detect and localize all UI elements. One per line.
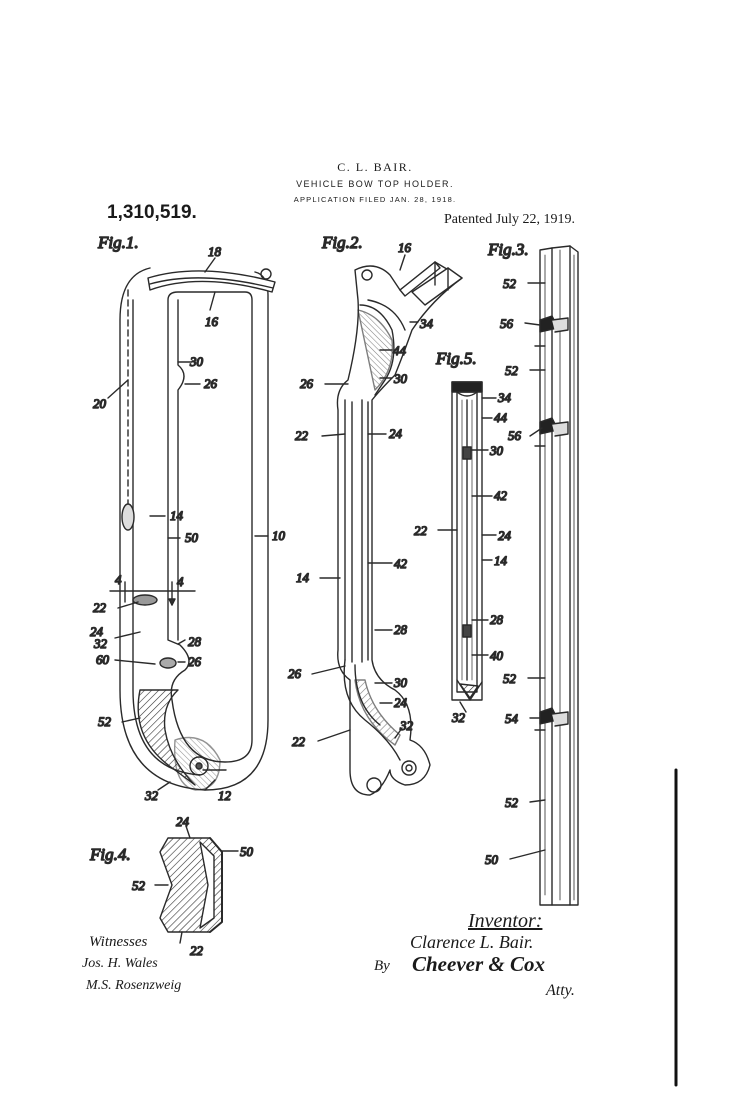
witness-signature-2: M.S. Rosenzweig [86,978,182,993]
fig-2-numerals: 16 34 44 26 30 22 24 42 14 28 26 30 24 2… [287,239,434,749]
inventor-signature: Clarence L. Bair. [410,932,534,952]
ref-numeral: 4 [177,574,184,589]
ref-numeral: 26 [300,376,314,391]
ref-numeral: 52 [505,363,519,378]
ref-numeral: 32 [399,718,414,733]
ref-numeral: 14 [170,508,184,523]
figure-5-section [437,381,497,713]
ref-numeral: 22 [292,734,306,749]
ref-numeral: 24 [90,624,104,639]
ref-numeral: 56 [500,316,514,331]
ref-numeral: 28 [188,634,202,649]
ref-numeral: 52 [98,714,112,729]
ref-numeral: 22 [414,523,428,538]
ref-numeral: 32 [144,788,159,803]
ref-numeral: 30 [393,675,408,690]
ref-numeral: 16 [398,240,412,255]
ref-numeral: 26 [204,376,218,391]
patent-title: VEHICLE BOW TOP HOLDER. [296,179,454,189]
fig-1-label: Fig.1. [97,233,139,252]
figure-3-rail [509,245,579,906]
ref-numeral: 52 [503,276,517,291]
inventor-label: Inventor: [468,910,543,932]
figure-4-cross-section [154,825,239,944]
ref-numeral: 24 [389,426,403,441]
ref-numeral: 4 [115,572,122,587]
ref-numeral: 28 [394,622,408,637]
ref-numeral: 32 [451,710,466,725]
ref-numeral: 52 [132,878,146,893]
inventor-name: C. L. BAIR. [337,160,413,174]
ref-numeral: 22 [93,600,107,615]
ref-numeral: 14 [296,570,310,585]
by-label: By [374,958,390,974]
ref-numeral: 32 [93,636,108,651]
ref-numeral: 26 [288,666,302,681]
ref-numeral: 26 [188,654,202,669]
ref-numeral: 30 [189,354,204,369]
ref-numeral: 34 [419,316,434,331]
ref-numeral: 14 [494,553,508,568]
ref-numeral: 42 [394,556,408,571]
ref-numeral: 42 [494,488,508,503]
application-filed: APPLICATION FILED JAN. 28, 1918. [293,195,457,204]
figure-2-holder-body [311,254,463,796]
ref-numeral: 20 [93,396,107,411]
ref-numeral: 52 [503,671,517,686]
ref-numeral: 22 [190,943,204,958]
ref-numeral: 44 [393,343,407,358]
ref-numeral: 56 [508,428,522,443]
ref-numeral: 18 [208,244,222,259]
ref-numeral: 22 [295,428,309,443]
ref-numeral: 40 [490,648,504,663]
ref-numeral: 54 [505,711,519,726]
ref-numeral: 60 [96,652,110,667]
ref-numeral: 24 [394,695,408,710]
fig-2-label: Fig.2. [321,233,363,252]
fig-1-numerals: 18 16 30 26 20 14 50 10 4 4 22 24 32 60 … [89,243,286,803]
ref-numeral: 34 [497,390,512,405]
fig-5-label: Fig.5. [435,349,477,368]
patent-number: 1,310,519. [107,202,197,223]
ref-numeral: 12 [218,788,232,803]
ref-numeral: 30 [393,371,408,386]
witness-signature-1: Jos. H. Wales [82,956,158,971]
ref-numeral: 50 [185,530,199,545]
fig-5-numerals: 34 44 30 42 22 24 14 28 40 32 [413,389,512,725]
ref-numeral: 30 [489,443,504,458]
fig-4-label: Fig.4. [89,845,131,864]
attorney-signature: Cheever & Cox [412,952,545,976]
fig-4-numerals: 24 50 52 22 [131,813,254,958]
ref-numeral: 16 [205,314,219,329]
figure-1-holder [107,257,276,791]
witnesses-label: Witnesses [89,934,148,950]
patented-date: Patented July 22, 1919. [444,212,576,227]
ref-numeral: 10 [272,528,286,543]
atty-label: Atty. [546,982,575,999]
fig-3-label: Fig.3. [487,240,529,259]
fig-3-numerals: 52 56 52 56 52 54 52 50 [484,275,522,867]
ref-numeral: 28 [490,612,504,627]
ref-numeral: 24 [498,528,512,543]
ref-numeral: 50 [485,852,499,867]
ref-numeral: 52 [505,795,519,810]
ref-numeral: 44 [494,410,508,425]
ref-numeral: 24 [176,814,190,829]
ref-numeral: 50 [240,844,254,859]
